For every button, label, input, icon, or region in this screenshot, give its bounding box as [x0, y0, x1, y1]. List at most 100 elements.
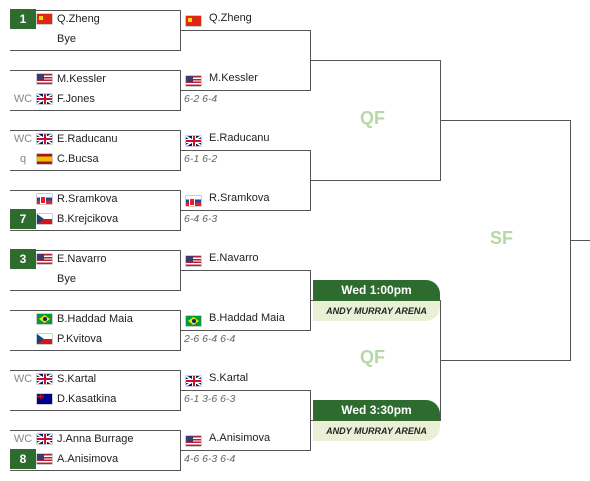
bracket-line — [10, 10, 181, 11]
match-score: 6-1 6-2 — [184, 153, 218, 165]
flag-great-britain-icon — [37, 134, 52, 144]
round-label-qf-bottom: QF — [360, 347, 385, 367]
player-name[interactable]: Bye — [57, 273, 76, 285]
bracket-line — [180, 210, 311, 211]
player-name[interactable]: R.Sramkova — [57, 193, 118, 205]
flag-usa-icon — [186, 256, 201, 266]
match-score: 6-1 3-6 6-3 — [184, 393, 236, 405]
bracket-line — [10, 290, 181, 291]
flag-czech-republic-icon — [37, 334, 52, 344]
winner-name[interactable]: E.Raducanu — [209, 132, 270, 144]
bracket-line — [10, 70, 181, 71]
bracket-line — [10, 170, 181, 171]
round-label-qf-top: QF — [360, 108, 385, 128]
round-label-sf: SF — [490, 228, 514, 248]
flag-czech-republic-icon — [37, 214, 52, 224]
flag-australia-icon — [37, 394, 52, 404]
flag-great-britain-icon — [37, 94, 52, 104]
player-name[interactable]: A.Anisimova — [57, 453, 119, 465]
bracket-line — [180, 270, 311, 271]
player-name[interactable]: B.Haddad Maia — [57, 313, 133, 325]
entry-tag: WC — [13, 93, 33, 105]
winner-name[interactable]: S.Kartal — [209, 372, 249, 384]
match-venue: ANDY MURRAY ARENA — [313, 421, 440, 441]
flag-usa-icon — [37, 254, 52, 264]
flag-great-britain-icon — [186, 136, 201, 146]
bracket-line — [10, 230, 181, 231]
winner-name[interactable]: R.Sramkova — [209, 192, 270, 204]
winner-name[interactable]: B.Haddad Maia — [209, 312, 285, 324]
bracket-line — [10, 130, 181, 131]
match-score: 6-2 6-4 — [184, 93, 218, 105]
bracket-line — [10, 470, 181, 471]
bracket-line — [10, 410, 181, 411]
bracket-line — [10, 370, 181, 371]
bracket-line — [10, 250, 181, 251]
player-name[interactable]: Bye — [57, 33, 76, 45]
match-score: 2-6 6-4 6-4 — [184, 333, 236, 345]
flag-slovakia-icon — [186, 196, 201, 206]
winner-name[interactable]: A.Anisimova — [209, 432, 271, 444]
flag-great-britain-icon — [37, 434, 52, 444]
player-name[interactable]: E.Navarro — [57, 253, 107, 265]
match-score: 4-6 6-3 6-4 — [184, 453, 236, 465]
bracket-line — [180, 30, 311, 31]
match-score: 6-4 6-3 — [184, 213, 218, 225]
seed-badge: 1 — [10, 9, 36, 29]
bracket-line — [570, 240, 590, 241]
player-name[interactable]: E.Raducanu — [57, 133, 118, 145]
entry-tag: WC — [13, 133, 33, 145]
flag-usa-icon — [186, 436, 201, 446]
bracket-line — [440, 360, 571, 361]
flag-great-britain-icon — [37, 374, 52, 384]
bracket-line — [10, 350, 181, 351]
player-name[interactable]: M.Kessler — [57, 73, 106, 85]
entry-tag: WC — [13, 433, 33, 445]
flag-china-icon — [37, 14, 52, 24]
flag-brazil-icon — [186, 316, 201, 326]
bracket-line — [10, 430, 181, 431]
flag-slovakia-icon — [37, 194, 52, 204]
seed-badge: 7 — [10, 209, 36, 229]
winner-name[interactable]: Q.Zheng — [209, 12, 252, 24]
match-time: Wed 3:30pm — [313, 400, 440, 421]
bracket-line — [180, 390, 311, 391]
player-name[interactable]: S.Kartal — [57, 373, 97, 385]
seed-badge: 8 — [10, 449, 36, 469]
bracket-line — [180, 330, 311, 331]
match-schedule-card: Wed 1:00pm ANDY MURRAY ARENA — [313, 280, 440, 321]
entry-tag: WC — [13, 373, 33, 385]
player-name[interactable]: F.Jones — [57, 93, 95, 105]
bracket-line — [310, 180, 441, 181]
bracket-line — [440, 120, 571, 121]
match-venue: ANDY MURRAY ARENA — [313, 301, 440, 321]
player-name[interactable]: D.Kasatkina — [57, 393, 117, 405]
bracket-line — [180, 90, 311, 91]
flag-usa-icon — [37, 454, 52, 464]
entry-tag: q — [19, 153, 27, 165]
flag-great-britain-icon — [186, 376, 201, 386]
player-name[interactable]: J.Anna Burrage — [57, 433, 134, 445]
flag-spain-icon — [37, 154, 52, 164]
flag-usa-icon — [37, 74, 52, 84]
bracket-line — [10, 310, 181, 311]
flag-usa-icon — [186, 76, 201, 86]
bracket-line — [10, 110, 181, 111]
seed-badge: 3 — [10, 249, 36, 269]
winner-name[interactable]: M.Kessler — [209, 72, 258, 84]
flag-china-icon — [186, 16, 201, 26]
winner-name[interactable]: E.Navarro — [209, 252, 259, 264]
match-schedule-card: Wed 3:30pm ANDY MURRAY ARENA — [313, 400, 440, 441]
player-name[interactable]: Q.Zheng — [57, 13, 100, 25]
player-name[interactable]: C.Bucsa — [57, 153, 99, 165]
match-time: Wed 1:00pm — [313, 280, 440, 301]
bracket-line — [10, 50, 181, 51]
flag-brazil-icon — [37, 314, 52, 324]
bracket-line — [180, 450, 311, 451]
player-name[interactable]: P.Kvitova — [57, 333, 103, 345]
player-name[interactable]: B.Krejcikova — [57, 213, 119, 225]
bracket-line — [310, 60, 441, 61]
bracket-line — [10, 190, 181, 191]
bracket-line — [180, 150, 311, 151]
